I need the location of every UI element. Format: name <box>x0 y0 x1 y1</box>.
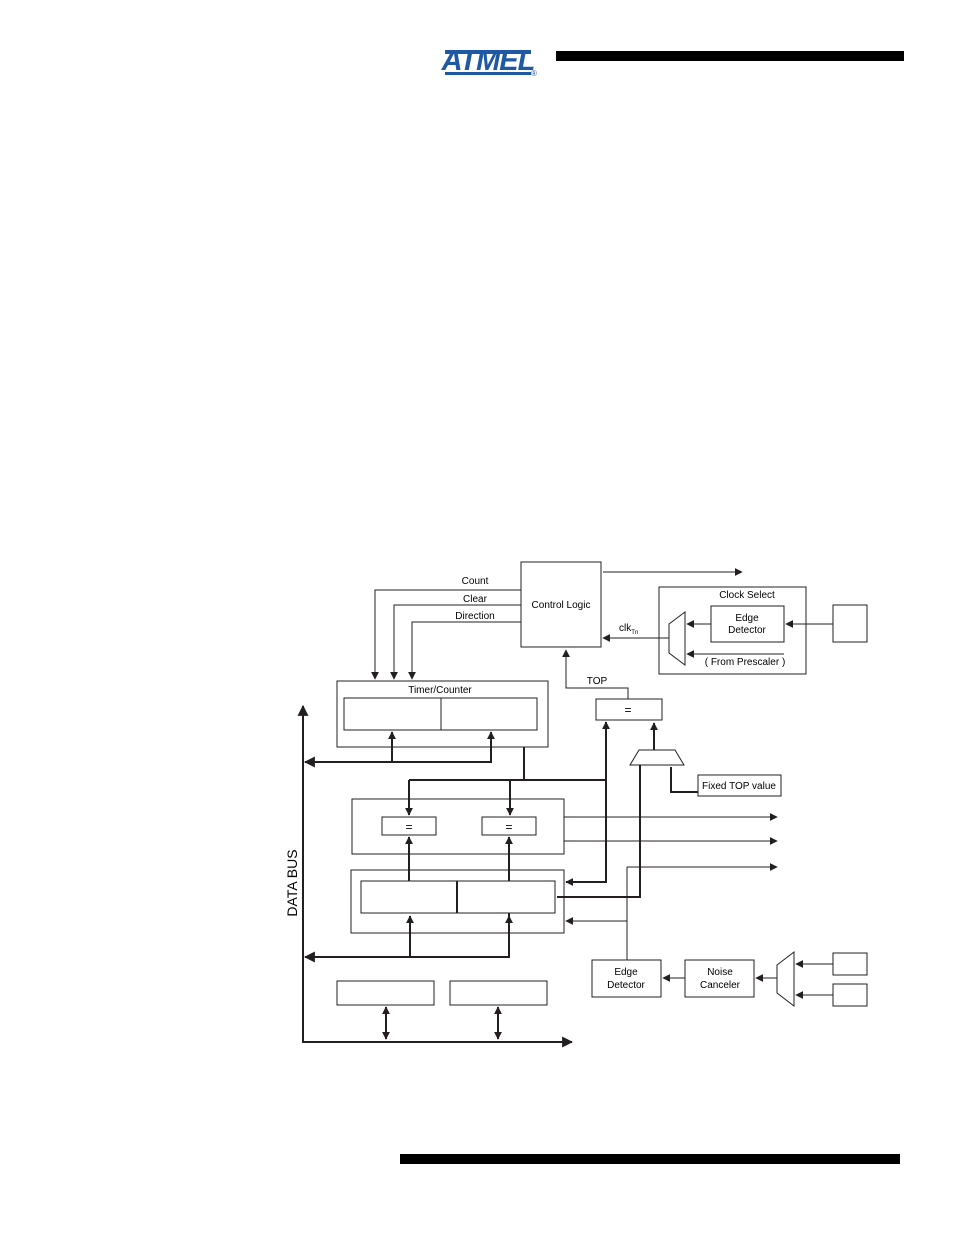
clk-sub-text: Tn <box>631 630 638 636</box>
from-prescaler-label: ( From Prescaler ) <box>705 657 786 668</box>
edge-detector-top-line1: Edge <box>735 613 759 624</box>
edge-detector-bottom-box <box>591 959 662 998</box>
fixed-top-to-mux <box>670 767 698 793</box>
capture-to-bus-line <box>303 913 510 963</box>
clock-select-label: Clock Select <box>719 590 775 601</box>
counter-to-capture-line <box>565 780 607 886</box>
top-comparator-box <box>595 698 663 721</box>
timer-counter-label: Timer/Counter <box>408 685 472 696</box>
data-bus <box>297 704 574 1048</box>
atmel-logo: ATMEL ® <box>441 45 537 78</box>
tn-pin-box <box>832 604 868 643</box>
top-comparator-equals: = <box>624 703 631 717</box>
header-rule <box>556 51 904 61</box>
icp-pin-box <box>832 952 868 976</box>
control-register-a <box>336 980 435 1006</box>
direction-label: Direction <box>455 611 494 622</box>
edge-detector-top-box <box>710 605 785 643</box>
compare-b-equals: = <box>505 820 512 834</box>
clock-select-box <box>658 586 807 675</box>
noise-canceler-line2: Canceler <box>700 980 741 991</box>
edge-detector-bottom-line2: Detector <box>607 980 645 991</box>
compare-a-equals: = <box>405 820 412 834</box>
footer-rule <box>400 1154 900 1164</box>
clock-mux <box>668 611 686 666</box>
logo-text: ATMEL <box>441 45 535 77</box>
noise-canceler-box <box>684 959 755 998</box>
count-line <box>371 589 521 680</box>
edge-detector-top-line2: Detector <box>728 625 766 636</box>
capture-source-mux <box>776 950 795 1008</box>
fixed-top-value-label: Fixed TOP value <box>702 781 776 792</box>
timer-counter-block-diagram: Control Logic Count Clear Direction Cloc… <box>284 561 868 1048</box>
capture-to-mux-line <box>557 765 641 898</box>
top-to-control-line <box>562 649 629 699</box>
clk-main-text: clk <box>619 623 632 634</box>
clear-line <box>390 604 521 680</box>
analog-comparator-box <box>832 983 868 1007</box>
noise-canceler-line1: Noise <box>707 967 733 978</box>
data-bus-label: DATA BUS <box>284 849 300 916</box>
control-logic-label: Control Logic <box>532 600 591 611</box>
count-label: Count <box>462 576 489 587</box>
fixed-top-value-box <box>697 774 782 797</box>
top-select-mux <box>629 749 685 766</box>
top-label: TOP <box>587 676 608 687</box>
edge-detector-bottom-line1: Edge <box>614 967 638 978</box>
control-logic-box <box>520 561 602 648</box>
clear-label: Clear <box>463 594 488 605</box>
clk-label: clkTn <box>619 623 638 636</box>
logo-registered-mark: ® <box>531 69 537 78</box>
counter-to-bus-line <box>303 747 492 768</box>
direction-line <box>408 621 521 680</box>
control-register-b <box>449 980 548 1006</box>
